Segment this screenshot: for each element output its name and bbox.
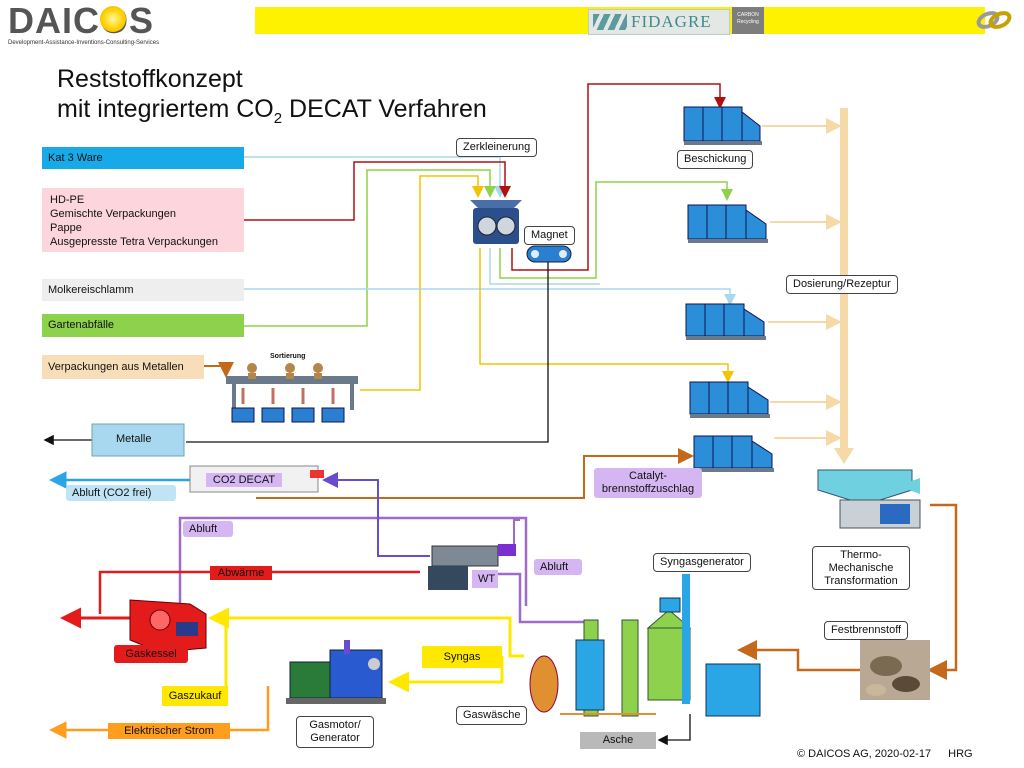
line-asche — [657, 714, 691, 746]
label-co2decat: CO2 DECAT — [206, 473, 282, 487]
hopper-1-icon — [683, 106, 762, 145]
input-kat3: Kat 3 Ware — [42, 147, 244, 169]
line-magnet-to-metalle — [186, 262, 549, 443]
page-title: Reststoffkonzept mit integriertem CO2 DE… — [57, 64, 487, 134]
daicos-logo-sun-icon — [100, 6, 126, 32]
daicos-logo: DAICOS Development-Assistance-Inventions… — [8, 2, 258, 48]
label-metalle: Metalle — [116, 433, 152, 445]
line-festbrennstoff-to-syngasgen — [737, 640, 860, 672]
input-garten: Gartenabfälle — [42, 314, 244, 337]
line-blue-from-shredder — [489, 248, 600, 285]
label-strom: Elektrischer Strom — [108, 723, 230, 739]
line-wt-to-co2decat — [513, 519, 520, 548]
label-thermo-line3: Transformation — [824, 575, 898, 587]
label-festbrennstoff: Festbrennstoff — [824, 621, 909, 640]
line-abwaerme — [98, 570, 420, 614]
line-kat3-to-shredder — [244, 156, 506, 198]
line-hdpe-to-shredder — [244, 161, 511, 221]
hopper-5-icon — [693, 435, 774, 472]
line-abluft-upper — [178, 516, 528, 612]
input-hdpe-line2: Gemischte Verpackungen — [50, 208, 176, 220]
solid-fuel-photo-icon — [860, 640, 930, 700]
label-gaskessel: Gaskessel — [114, 645, 188, 663]
line-green-to-hopper2 — [499, 181, 733, 279]
line-catalyt-to-hopper — [256, 448, 694, 499]
chain-link-icon — [975, 5, 1013, 35]
shredder-icon — [470, 200, 522, 244]
gas-boiler-icon — [129, 599, 207, 653]
input-hdpe-line3: Pappe — [50, 222, 82, 234]
carbon-logo-line2: Recycling — [737, 19, 759, 25]
label-catalyt-line2: brennstoffzuschlag — [601, 483, 695, 495]
thermo-mechanical-unit-icon — [817, 469, 921, 529]
heat-exchanger-icon — [428, 544, 516, 590]
line-thermo-to-festbrennstoff — [927, 503, 958, 680]
input-molkerei: Molkereischlamm — [42, 279, 244, 301]
label-dosierung: Dosierung/Rezeptur — [786, 275, 898, 294]
line-yellow-to-hopper4 — [479, 248, 734, 383]
line-wt-to-decat — [322, 472, 430, 557]
line-abluft-lower — [498, 572, 584, 624]
metalle-container-icon — [91, 423, 185, 457]
carbon-logo-line1: CARBON — [737, 12, 759, 18]
sorting-conveyor-icon — [226, 363, 358, 423]
label-abwaerme: Abwärme — [210, 566, 272, 580]
hopper-2-icon — [687, 204, 768, 243]
label-abluft-2: Abluft — [534, 559, 582, 575]
input-metallverpackung: Verpackungen aus Metallen — [42, 355, 204, 379]
carbon-recycling-logo: CARBON Recycling — [732, 7, 764, 34]
label-catalyt: Catalyt- brennstoffzuschlag — [594, 468, 702, 498]
label-thermo-line1: Thermo- — [840, 549, 882, 561]
label-beschickung: Beschickung — [677, 150, 754, 169]
fidagre-stripes-icon — [593, 14, 627, 30]
title-line2-pre: mit integriertem CO — [57, 95, 274, 123]
label-thermo-line2: Mechanische — [828, 562, 894, 574]
logo-text: DAICOS — [8, 0, 155, 41]
footer-author: HRG — [948, 748, 973, 760]
title-line1: Reststoffkonzept — [57, 65, 243, 93]
label-catalyt-line1: Catalyt- — [629, 470, 667, 482]
line-garten-to-shredder — [244, 169, 496, 327]
title-line2-post: DECAT Verfahren — [282, 95, 487, 123]
label-gasmotor-line1: Gasmotor/ — [309, 719, 361, 731]
line-sort-to-shredder — [360, 175, 484, 391]
magnet-icon — [526, 245, 572, 263]
label-magnet: Magnet — [524, 226, 575, 245]
fidagre-text: FIDAGRE — [631, 12, 712, 31]
label-sortierung: Sortierung — [270, 353, 306, 360]
label-abluft-co2frei: Abluft (CO2 frei) — [66, 485, 176, 501]
syngas-plant-icon — [529, 574, 761, 717]
line-syngas-to-kessel — [208, 607, 524, 658]
label-syngas: Syngas — [422, 646, 502, 668]
label-thermo: Thermo- Mechanische Transformation — [812, 546, 910, 590]
footer-copyright: © DAICOS AG, 2020-02-17 — [797, 748, 932, 760]
input-hdpe: HD-PE Gemischte Verpackungen Pappe Ausge… — [42, 188, 244, 252]
line-molkerei-to-hopper — [244, 288, 736, 306]
label-asche: Asche — [580, 732, 656, 749]
logo-tagline: Development-Assistance-Inventions-Consul… — [8, 40, 160, 46]
label-abluft-1: Abluft — [183, 521, 233, 537]
label-gaszukauf: Gaszukauf — [162, 686, 228, 706]
hopper-outflow-lines — [762, 118, 842, 446]
hopper-4-icon — [689, 381, 770, 418]
hopper-3-icon — [685, 303, 766, 340]
label-wt: WT — [472, 570, 498, 588]
label-gasmotor: Gasmotor/ Generator — [296, 716, 374, 748]
gas-engine-icon — [286, 640, 386, 704]
line-red-to-beschickung — [511, 83, 726, 271]
input-hdpe-line1: HD-PE — [50, 194, 85, 206]
label-gaswaesche: Gaswäsche — [456, 706, 528, 725]
fidagre-logo: FIDAGRE — [588, 9, 730, 35]
label-gasmotor-line2: Generator — [310, 732, 360, 744]
input-hdpe-line4: Ausgepresste Tetra Verpackungen — [50, 236, 218, 248]
title-line2-sub: 2 — [273, 110, 283, 127]
dosing-column-arrow — [834, 448, 854, 464]
label-syngasgenerator: Syngasgenerator — [653, 553, 751, 572]
footer: © DAICOS AG, 2020-02-17 HRG — [797, 748, 973, 760]
label-zerkleinerung: Zerkleinerung — [456, 138, 538, 157]
line-syngas-to-motor — [388, 656, 504, 693]
title-line2: mit integriertem CO2 DECAT Verfahren — [57, 94, 487, 134]
line-metallverpackung-to-sort — [204, 362, 234, 378]
